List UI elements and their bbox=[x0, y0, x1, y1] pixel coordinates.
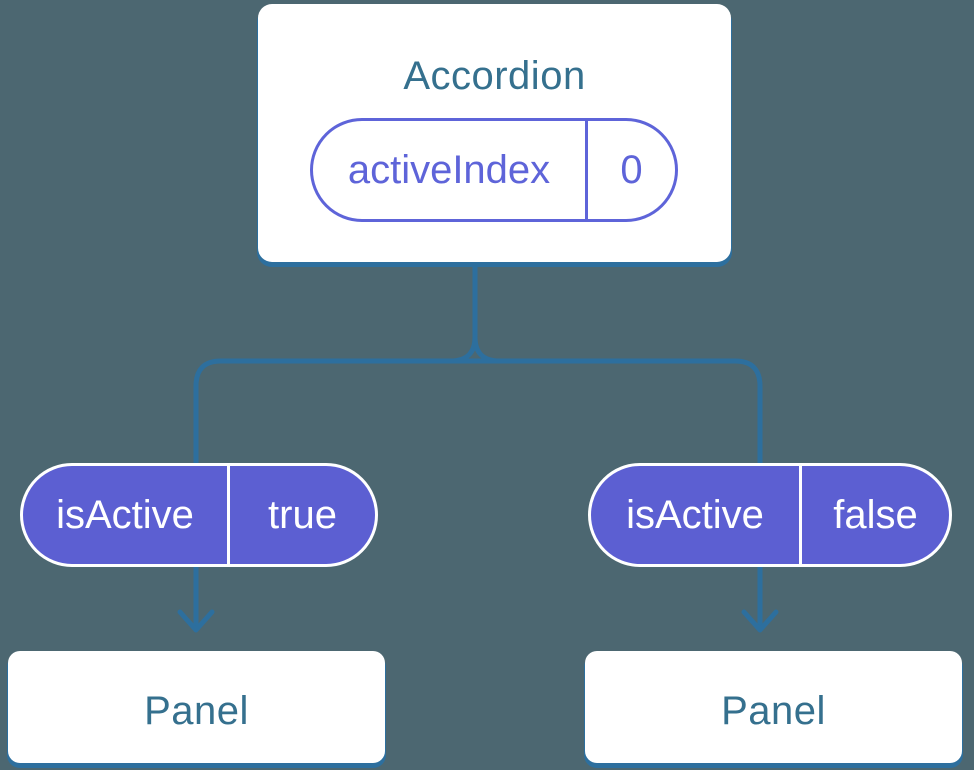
panel-card-right: Panel bbox=[585, 651, 962, 763]
state-pill: activeIndex 0 bbox=[310, 118, 678, 222]
panel-title: Panel bbox=[721, 688, 826, 733]
connector-stub-left-flare bbox=[447, 260, 478, 364]
pill-divider bbox=[799, 466, 802, 564]
state-value: 0 bbox=[620, 147, 643, 192]
connector-right-flare bbox=[472, 334, 503, 364]
prop-name: isActive bbox=[56, 492, 194, 537]
arrow-down-icon bbox=[177, 609, 215, 633]
accordion-card: Accordion activeIndex 0 bbox=[258, 4, 731, 262]
prop-pill-left: isActive true bbox=[20, 463, 378, 567]
prop-pill-right: isActive false bbox=[588, 463, 952, 567]
pill-divider bbox=[585, 121, 588, 219]
connector-bracket bbox=[193, 358, 763, 631]
state-name: activeIndex bbox=[347, 147, 551, 192]
pill-divider bbox=[227, 466, 230, 564]
prop-value: true bbox=[268, 492, 337, 537]
prop-value: false bbox=[833, 492, 918, 537]
panel-title: Panel bbox=[144, 688, 249, 733]
arrow-down-icon bbox=[741, 609, 779, 633]
panel-card-left: Panel bbox=[8, 651, 385, 763]
accordion-title: Accordion bbox=[403, 54, 586, 98]
prop-name: isActive bbox=[626, 492, 764, 537]
